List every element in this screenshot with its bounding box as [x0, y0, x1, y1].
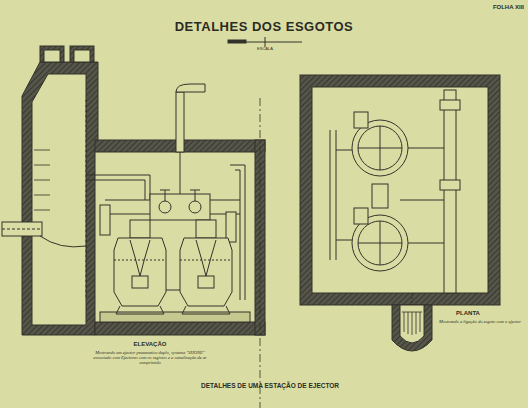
drawing-caption: DETALHES DE UMA ESTAÇÃO DE EJECTOR: [150, 382, 390, 389]
view-note: Mostrando a ligação do esgoto com o ejec…: [438, 319, 522, 324]
sheet-number: FOLHA XIII: [470, 4, 524, 11]
drawing-title: DETALHES DOS ESGOTOS: [164, 20, 364, 35]
view-note: Mostrando um ejector pneumatico duplo, s…: [88, 350, 212, 366]
scale-label: ESCALA: [240, 47, 290, 52]
view-title: PLANTA: [438, 310, 498, 317]
view-title: ELEVAÇÃO: [110, 341, 190, 348]
